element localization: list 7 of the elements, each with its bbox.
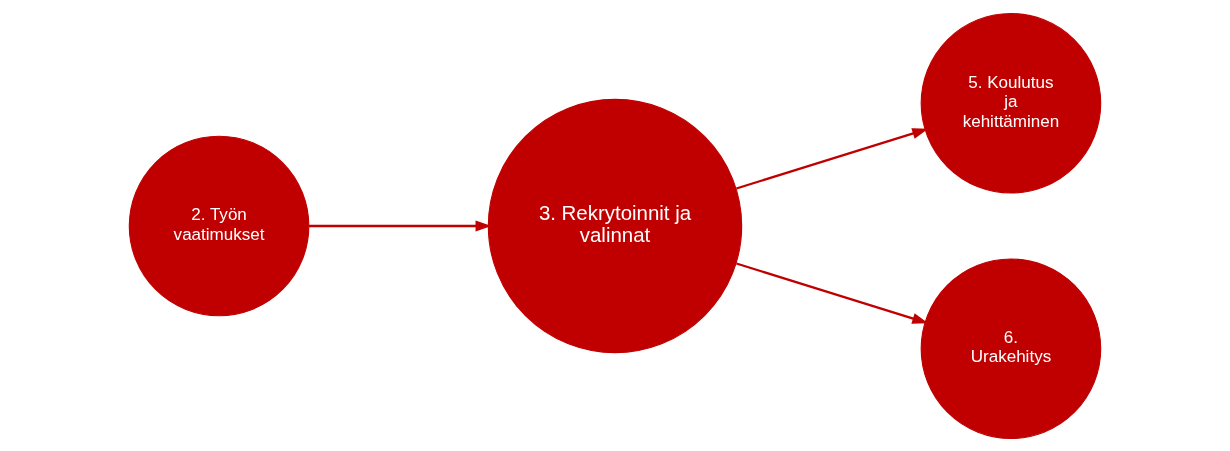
arrow — [736, 127, 929, 190]
node-circle: 2. Työn vaatimukset — [128, 135, 310, 316]
node-circle: 3. Rekrytoinnit ja valinnat — [487, 98, 743, 353]
node-circle: 5. Koulutus ja kehittäminen — [920, 12, 1102, 194]
arrow — [736, 261, 929, 324]
arrow — [309, 219, 492, 232]
node-circle: 6. Urakehitys — [920, 257, 1102, 439]
